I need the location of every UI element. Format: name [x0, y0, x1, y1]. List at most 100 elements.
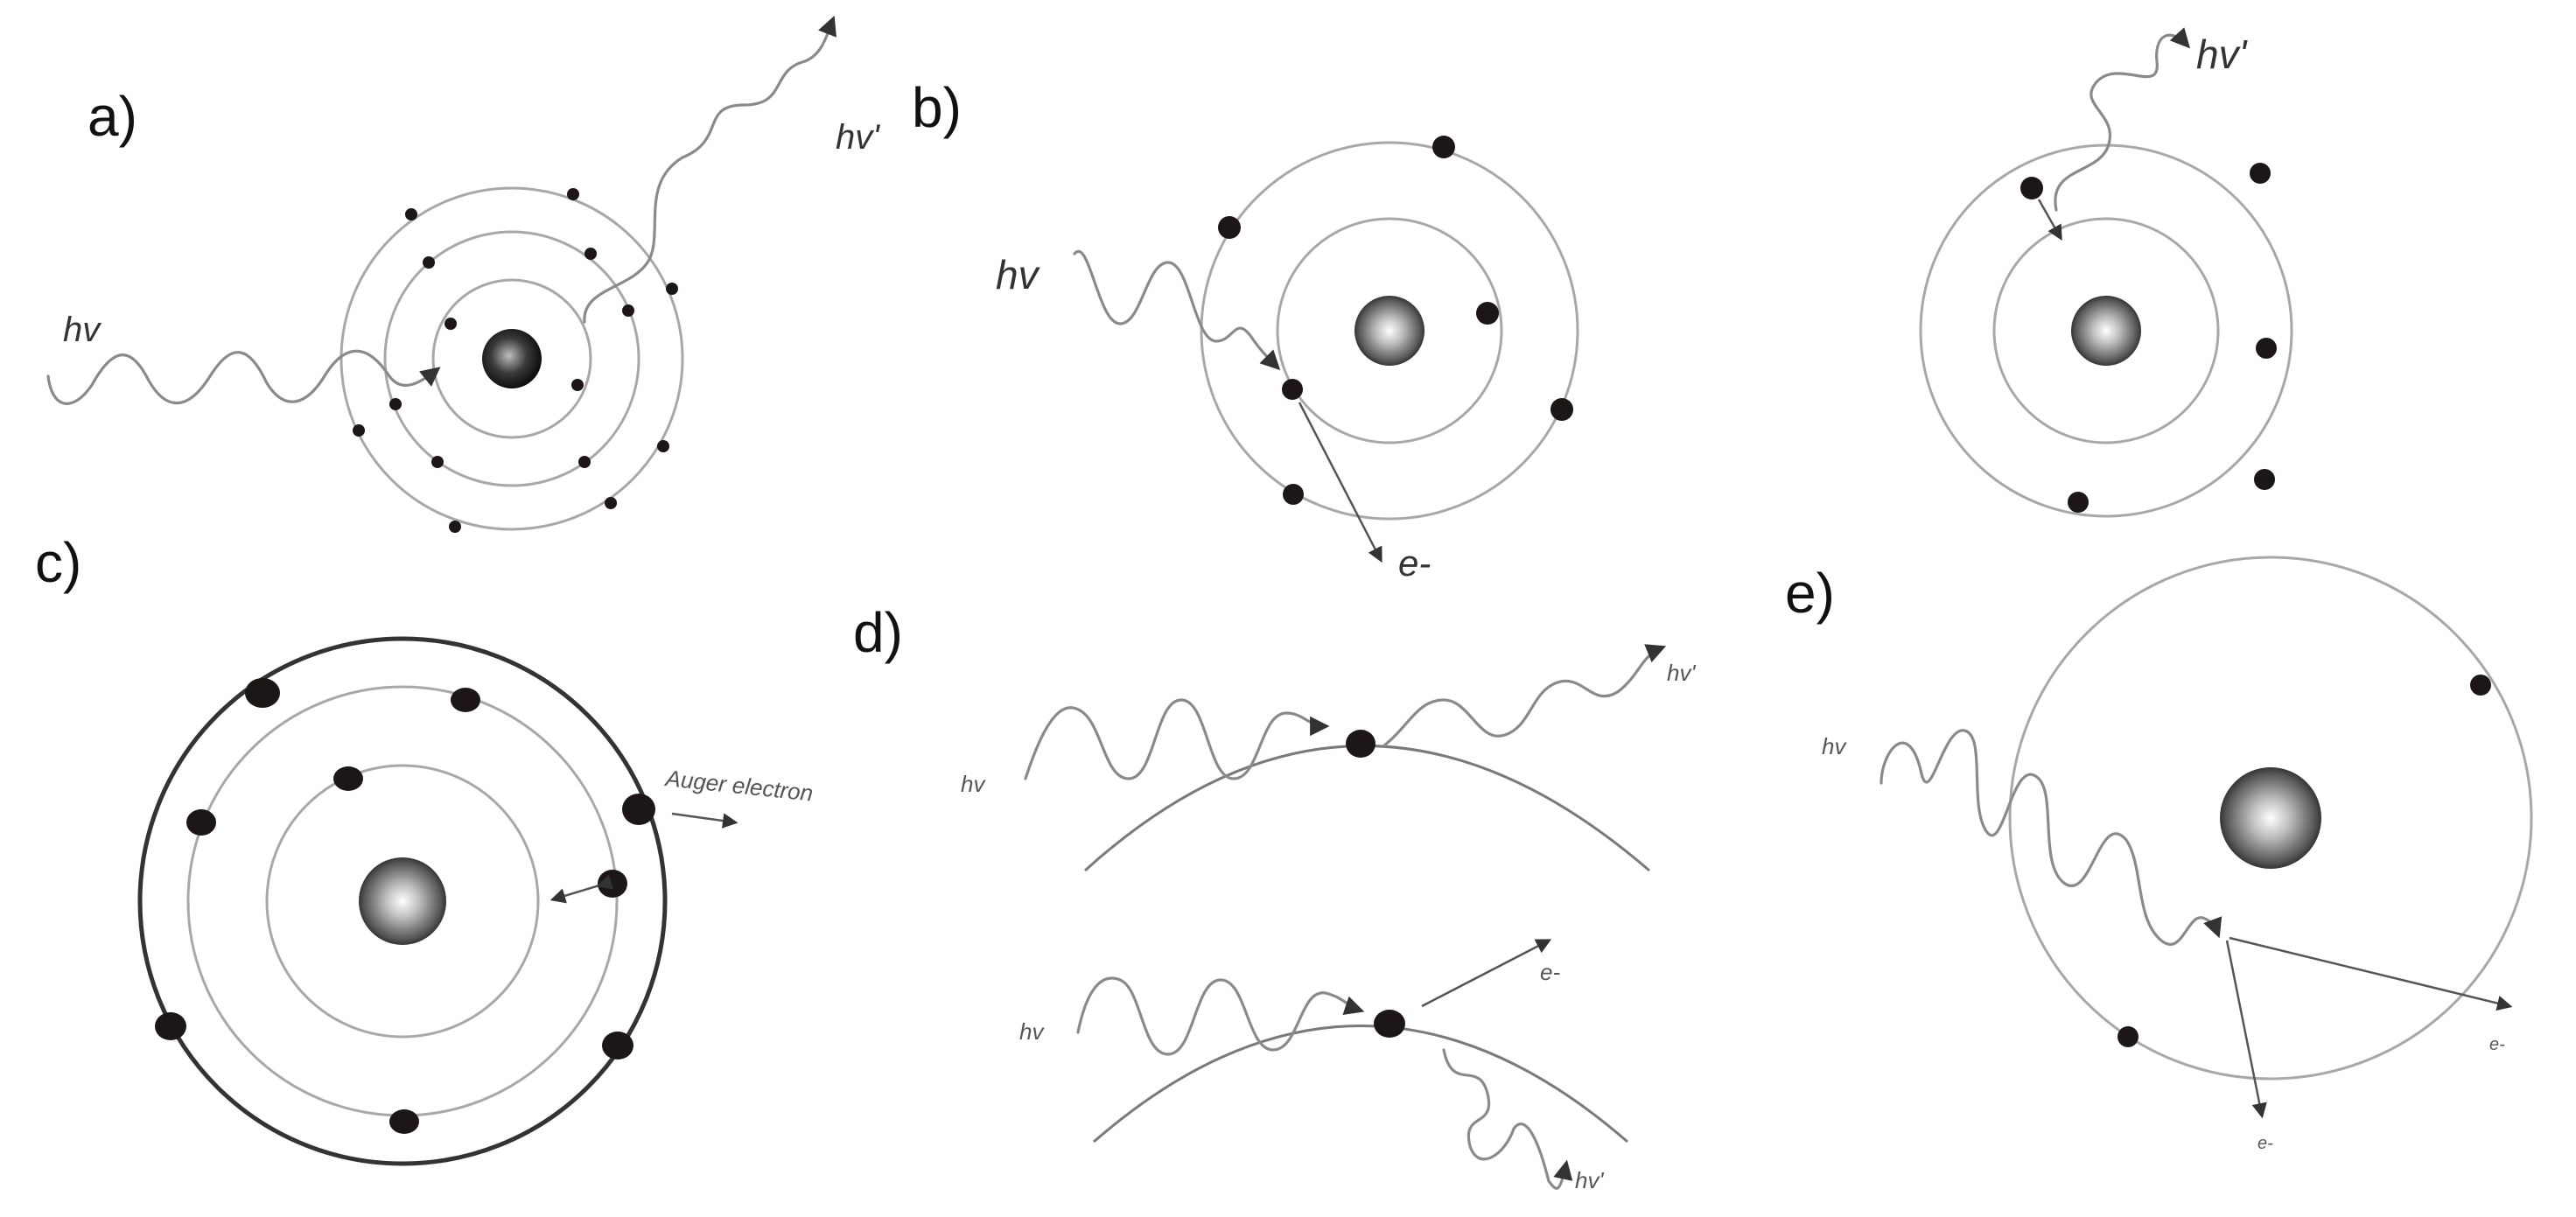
panel-c-orbit-inner: [265, 764, 540, 1039]
panel-b-right-nucleus: [2071, 296, 2141, 366]
panel-d-bottom-orbit-arc: [1093, 1025, 1628, 1144]
electron: [1282, 379, 1303, 400]
panel-d-top-photon-in-label: hv: [961, 771, 986, 797]
panel-e-photon-in: [1880, 729, 2222, 946]
electron: [1432, 136, 1455, 158]
panel-a-photon-in: [46, 349, 441, 405]
panel-b-electron-path: [1298, 402, 1382, 563]
electron: [353, 424, 365, 437]
panel-a-label: a): [88, 85, 137, 148]
electron: [333, 766, 363, 791]
panel-a: a) hv hv': [46, 15, 880, 533]
panel-a-photon-out: [583, 15, 836, 324]
electron: [657, 440, 669, 452]
panel-b-electron-label: e-: [1398, 542, 1431, 584]
panel-e-electrons: [2118, 675, 2491, 1047]
electron: [389, 1109, 419, 1134]
electron: [584, 248, 597, 260]
panel-d: d) hv hv' hv e- hv': [853, 601, 1696, 1193]
electron: [1476, 302, 1499, 325]
electron: [666, 283, 678, 295]
panel-c-electrons: [155, 678, 655, 1134]
panel-d-bottom-electron-label: e-: [1540, 959, 1560, 985]
panel-b-right-electrons: [2020, 163, 2277, 513]
panel-b-label: b): [912, 76, 962, 139]
electron: [598, 870, 627, 898]
panel-c-orbit-outer: [137, 636, 668, 1166]
electron: [1283, 484, 1304, 505]
panel-e-label: e): [1785, 562, 1835, 625]
panel-a-orbit-3: [340, 186, 684, 531]
panel-c-nucleus: [359, 857, 446, 945]
panel-c: c) Auger electron: [35, 531, 815, 1166]
electron: [2470, 675, 2491, 696]
panel-d-bottom-photon-in-label: hv: [1019, 1018, 1045, 1045]
panel-d-bottom-photon-out-label: hv': [1575, 1167, 1604, 1193]
electron: [2256, 338, 2277, 359]
panel-d-top-photon-in: [1024, 698, 1330, 780]
electron: [186, 809, 216, 836]
panel-b-right: hv': [1919, 27, 2293, 518]
electron: [444, 318, 457, 330]
panel-e-orbit: [2008, 556, 2533, 1081]
panel-a-photon-in-label: hv: [63, 311, 102, 349]
electron: [571, 379, 584, 391]
panel-b-orbit-inner: [1276, 217, 1503, 444]
panel-e: e) hv e- e-: [1785, 556, 2533, 1153]
electron: [605, 497, 617, 509]
panel-c-auger-label: Auger electron: [662, 765, 814, 807]
electron: [578, 456, 591, 468]
panel-e-photon-in-label: hv: [1822, 733, 1847, 759]
electron: [2250, 163, 2271, 184]
electron: [622, 304, 634, 317]
panel-b: b) hv e-: [912, 76, 1579, 584]
panel-c-transition: [550, 874, 613, 904]
electron: [431, 456, 444, 468]
panel-b-right-transition: [2037, 199, 2062, 241]
panel-b-right-orbit-outer: [1919, 143, 2293, 518]
panel-a-photon-out-label: hv': [836, 118, 880, 157]
panel-a-orbit-1: [431, 278, 592, 439]
panel-d-bottom-photon-out: [1442, 1048, 1573, 1190]
electron: [2020, 177, 2043, 199]
panel-c-auger-path: [671, 812, 738, 829]
electron: [389, 398, 402, 410]
panel-e-electron-path-2: [2229, 936, 2513, 1011]
panel-e-electron-2-label: e-: [2489, 1035, 2505, 1054]
panel-e-electron-path-1: [2225, 940, 2267, 1119]
panel-d-top-photon-out: [1382, 644, 1667, 747]
electron: [155, 1012, 186, 1040]
electron: [245, 678, 280, 708]
electron: [449, 521, 461, 533]
electron: [2068, 492, 2089, 513]
panel-b-orbit-outer: [1200, 141, 1579, 521]
electron: [2118, 1026, 2138, 1047]
panel-c-label: c): [35, 531, 81, 594]
panel-b-right-orbit-inner: [1992, 217, 2220, 444]
panel-b-electrons: [1218, 136, 1573, 505]
panel-d-bottom-electron-path: [1421, 939, 1552, 1008]
panel-b-photon-out-label: hv': [2196, 31, 2249, 77]
electron: [2254, 469, 2275, 490]
panel-d-top-orbit-arc: [1083, 745, 1650, 872]
panel-d-bottom-electron: [1374, 1010, 1405, 1038]
panel-e-electron-1-label: e-: [2258, 1134, 2273, 1153]
panel-d-bottom-photon-in: [1076, 976, 1365, 1056]
electron: [1550, 398, 1573, 421]
panel-e-nucleus: [2220, 767, 2321, 869]
panel-d-top-photon-out-label: hv': [1667, 660, 1696, 686]
electron: [602, 1032, 634, 1060]
electron: [1218, 216, 1241, 239]
panel-b-right-photon-out: [2054, 27, 2191, 212]
panel-d-label: d): [853, 601, 903, 664]
electron: [622, 794, 655, 825]
panel-b-photon-in: [1073, 249, 1281, 371]
panel-a-electrons: [353, 188, 678, 533]
electron: [405, 208, 417, 220]
electron: [451, 688, 480, 712]
panel-a-nucleus: [482, 329, 542, 388]
electron: [567, 188, 579, 200]
panel-d-top-electron: [1346, 730, 1376, 758]
panel-b-nucleus: [1354, 296, 1424, 366]
